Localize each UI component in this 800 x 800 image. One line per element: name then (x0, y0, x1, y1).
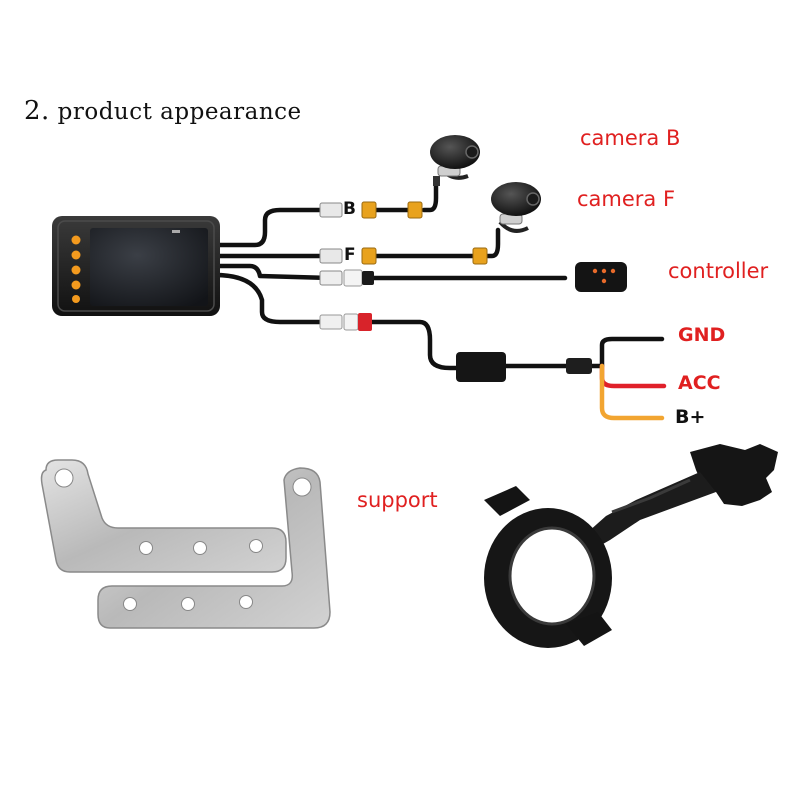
bplus-wire (599, 363, 665, 421)
connector-power (319, 313, 372, 331)
connector-f-letter: F (344, 245, 356, 265)
heading-text: product appearance (57, 99, 302, 125)
steel-brackets (40, 459, 331, 629)
label-camera-f: camera F (577, 187, 676, 211)
handlebar-clamp (484, 444, 778, 648)
camera-b-unit (430, 135, 480, 180)
connector-f (319, 247, 488, 265)
label-bplus: B+ (675, 406, 706, 428)
usb-plug (566, 358, 592, 374)
cable-harness (212, 183, 665, 371)
connector-b-letter: B (343, 199, 356, 219)
connector-controller (319, 269, 374, 287)
label-controller: controller (668, 259, 769, 283)
label-acc: ACC (678, 372, 721, 394)
label-gnd: GND (678, 324, 726, 346)
camera-f-unit (491, 182, 541, 233)
label-camera-b: camera B (580, 126, 681, 150)
controller-cable (212, 263, 333, 281)
dvr-unit (52, 216, 220, 316)
power-cable (212, 272, 333, 325)
camera-b-cable (212, 207, 333, 248)
heading-number: 2. (24, 96, 50, 126)
acc-wire (599, 363, 667, 389)
connector-b (319, 176, 440, 219)
page-heading: 2. product appearance (24, 96, 302, 126)
controller-unit (575, 262, 627, 292)
power-box (456, 352, 506, 382)
label-support: support (357, 488, 438, 512)
